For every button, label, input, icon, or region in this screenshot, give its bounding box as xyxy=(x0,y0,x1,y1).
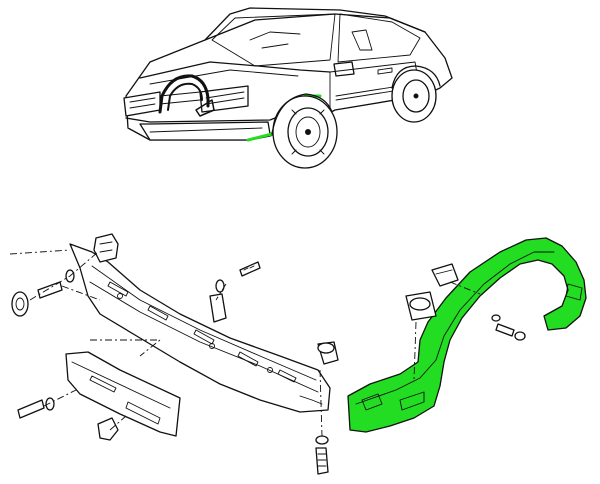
bumper-bracket xyxy=(69,243,331,413)
clip-nut xyxy=(405,263,459,321)
assembly-lines-left xyxy=(9,249,323,437)
license-plate-holder xyxy=(65,351,181,437)
screw xyxy=(17,261,329,475)
front-wheel xyxy=(272,95,338,169)
wheel-arch-extension xyxy=(347,237,587,433)
clip-nut xyxy=(93,233,339,365)
car-illustration xyxy=(123,7,453,169)
screw xyxy=(491,314,526,341)
assembly-lines-right xyxy=(413,281,481,381)
rear-wheel xyxy=(391,69,437,123)
grommet xyxy=(11,291,119,441)
